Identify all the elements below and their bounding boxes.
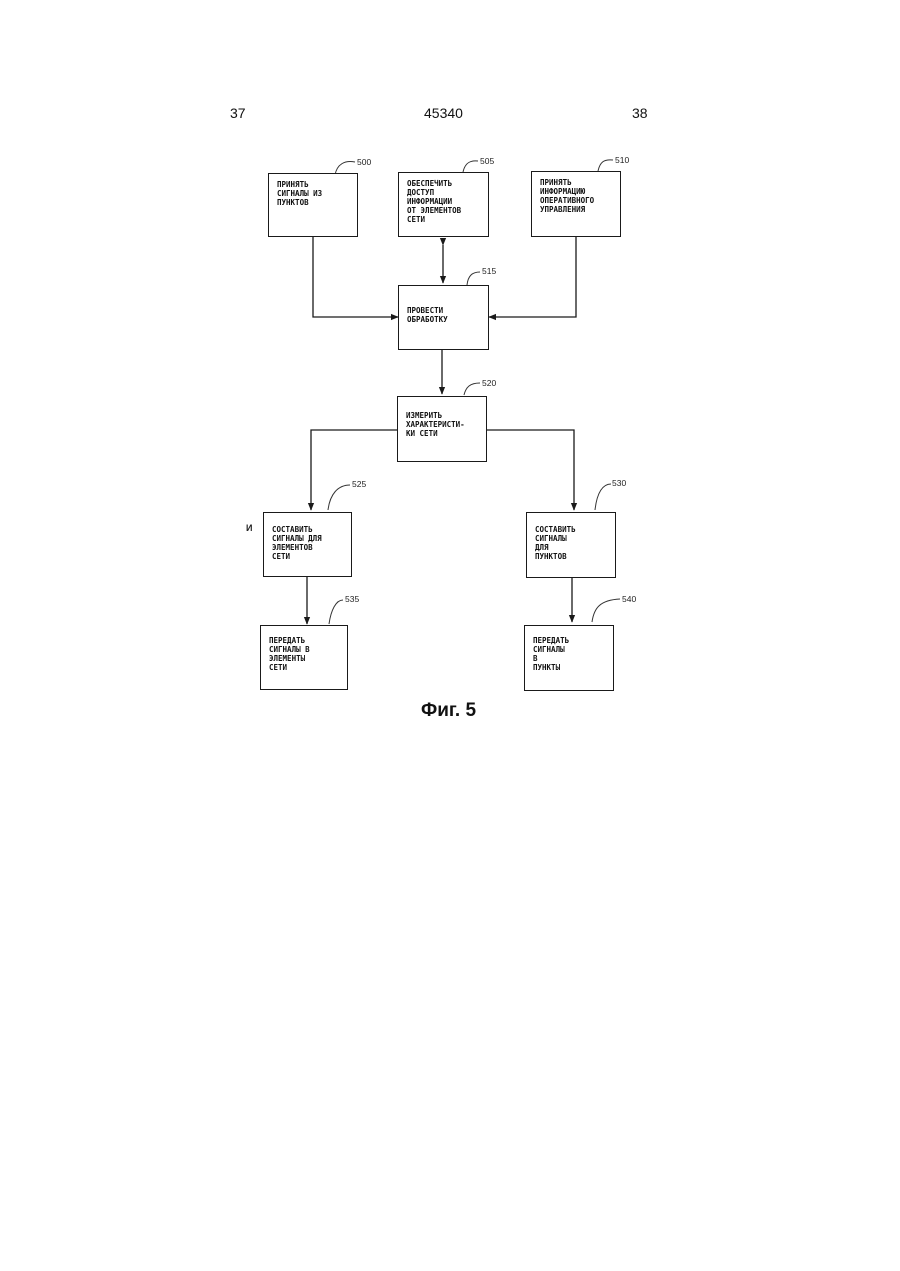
connector-510-515 — [489, 237, 576, 317]
leader-510 — [598, 160, 613, 171]
ref-510: 510 — [615, 155, 629, 165]
block-525-text: СОСТАВИТЬ СИГНАЛЫ ДЛЯ ЭЛЕМЕНТОВ СЕТИ — [272, 525, 347, 561]
block-510-text: ПРИНЯТЬ ИНФОРМАЦИЮ ОПЕРАТИВНОГО УПРАВЛЕН… — [540, 178, 616, 214]
ref-525: 525 — [352, 479, 366, 489]
block-505-provide-access: ОБЕСПЕЧИТЬ ДОСТУП ИНФОРМАЦИИ ОТ ЭЛЕМЕНТО… — [398, 172, 489, 237]
block-540-text: ПЕРЕДАТЬ СИГНАЛЫ В ПУНКТЫ — [533, 636, 609, 672]
leader-540 — [592, 599, 620, 622]
leader-515 — [467, 272, 480, 285]
leader-525 — [328, 485, 350, 510]
block-535-text: ПЕРЕДАТЬ СИГНАЛЫ В ЭЛЕМЕНТЫ СЕТИ — [269, 636, 343, 672]
block-530-compose-point-signals: СОСТАВИТЬ СИГНАЛЫ ДЛЯ ПУНКТОВ — [526, 512, 616, 578]
block-500-text: ПРИНЯТЬ СИГНАЛЫ ИЗ ПУНКТОВ — [277, 180, 353, 207]
figure-caption: Фиг. 5 — [421, 700, 476, 722]
block-525-compose-network-signals: СОСТАВИТЬ СИГНАЛЫ ДЛЯ ЭЛЕМЕНТОВ СЕТИ — [263, 512, 352, 577]
leader-505 — [463, 161, 478, 172]
connector-520-530 — [487, 430, 574, 510]
block-510-receive-operational-info: ПРИНЯТЬ ИНФОРМАЦИЮ ОПЕРАТИВНОГО УПРАВЛЕН… — [531, 171, 621, 237]
block-515-text: ПРОВЕСТИ ОБРАБОТКУ — [407, 306, 484, 324]
block-520-measure-characteristics: ИЗМЕРИТЬ ХАРАКТЕРИСТИ- КИ СЕТИ — [397, 396, 487, 462]
leader-535 — [329, 600, 343, 624]
block-540-transmit-to-points: ПЕРЕДАТЬ СИГНАЛЫ В ПУНКТЫ — [524, 625, 614, 691]
stray-mark: И — [246, 523, 252, 533]
connector-520-525 — [311, 430, 397, 510]
ref-540: 540 — [622, 594, 636, 604]
block-500-receive-signals: ПРИНЯТЬ СИГНАЛЫ ИЗ ПУНКТОВ — [268, 173, 358, 237]
leader-530 — [595, 484, 611, 510]
leader-520 — [464, 383, 480, 395]
connector-500-515 — [313, 237, 398, 317]
block-530-text: СОСТАВИТЬ СИГНАЛЫ ДЛЯ ПУНКТОВ — [535, 525, 611, 561]
ref-535: 535 — [345, 594, 359, 604]
ref-515: 515 — [482, 266, 496, 276]
block-505-text: ОБЕСПЕЧИТЬ ДОСТУП ИНФОРМАЦИИ ОТ ЭЛЕМЕНТО… — [407, 179, 484, 224]
ref-520: 520 — [482, 378, 496, 388]
ref-500: 500 — [357, 157, 371, 167]
block-515-processing: ПРОВЕСТИ ОБРАБОТКУ — [398, 285, 489, 350]
block-535-transmit-to-elements: ПЕРЕДАТЬ СИГНАЛЫ В ЭЛЕМЕНТЫ СЕТИ — [260, 625, 348, 690]
block-520-text: ИЗМЕРИТЬ ХАРАКТЕРИСТИ- КИ СЕТИ — [406, 411, 482, 438]
ref-530: 530 — [612, 478, 626, 488]
ref-505: 505 — [480, 156, 494, 166]
